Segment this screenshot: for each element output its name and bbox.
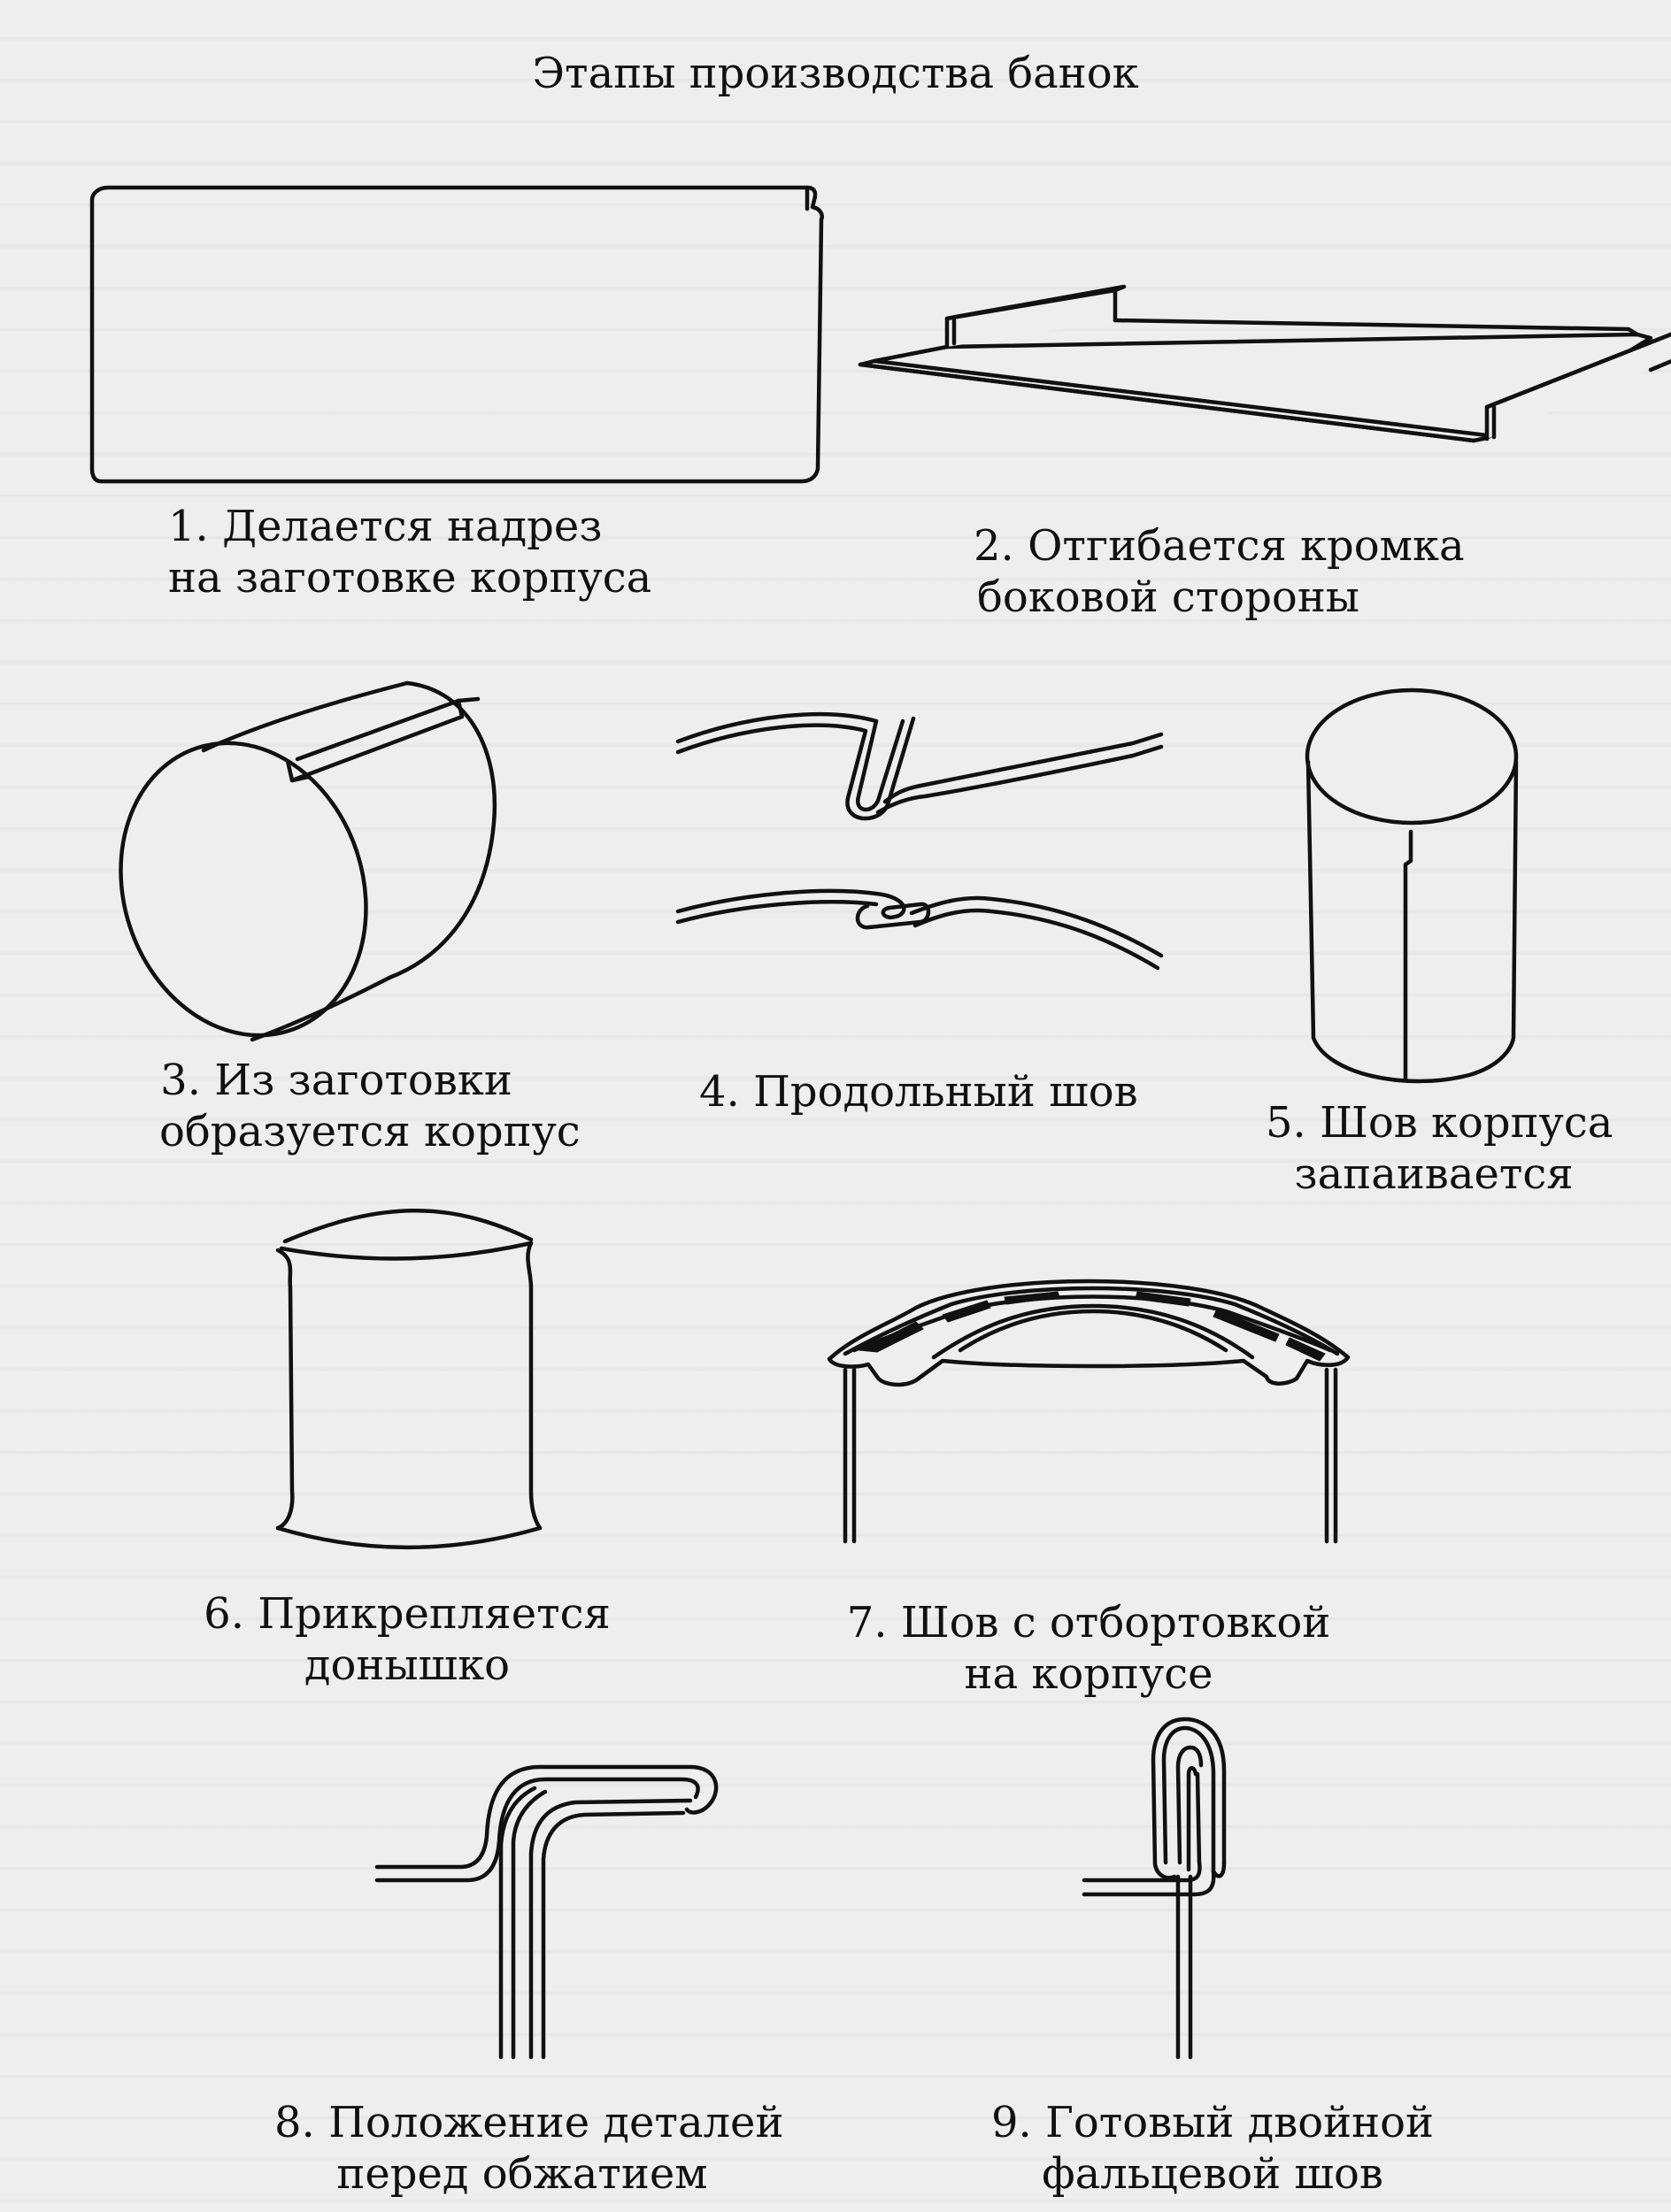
step-text: Отгибается кромка xyxy=(1028,521,1465,571)
caption-line: 2. Отгибается кромка xyxy=(974,520,1465,572)
figure-3-rolled-body xyxy=(119,680,497,1042)
caption-line: 5. Шов корпуса xyxy=(1266,1097,1613,1148)
caption-line: на заготовке корпуса xyxy=(168,553,652,603)
caption-step-8: 8. Положение деталей перед обжатием xyxy=(274,2097,783,2200)
figure-2-edge-bent-sheet xyxy=(858,284,1671,443)
figure-4-longitudinal-seam xyxy=(675,711,1164,971)
caption-line: на корпусе xyxy=(964,1649,1213,1699)
caption-line: донышко xyxy=(304,1640,511,1690)
caption-line: 4. Продольный шов xyxy=(699,1066,1138,1118)
caption-line: образуется корпус xyxy=(159,1107,581,1156)
step-number: 7. xyxy=(846,1598,888,1647)
step-number: 4. xyxy=(699,1067,740,1117)
step-number: 6. xyxy=(204,1589,244,1639)
caption-step-5: 5. Шов корпуса запаивается xyxy=(1266,1097,1613,1200)
caption-step-3: 3. Из заготовки образуется корпус xyxy=(159,1055,581,1157)
figure-8-parts-before-crimping xyxy=(374,1764,719,2060)
caption-step-2: 2. Отгибается кромка боковой стороны xyxy=(974,520,1465,623)
step-text: Шов с отбортовкой xyxy=(900,1598,1331,1647)
caption-line: 9. Готовый двойной xyxy=(991,2097,1434,2148)
caption-step-7: 7. Шов с отбортовкой на корпусе xyxy=(832,1597,1345,1700)
caption-step-6: 6. Прикрепляется донышко xyxy=(204,1588,611,1691)
caption-step-4: 4. Продольный шов xyxy=(699,1066,1138,1118)
figure-9-double-seam xyxy=(1082,1717,1227,2060)
caption-line: 1. Делается надрез xyxy=(168,501,602,552)
step-number: 3. xyxy=(160,1056,201,1105)
step-number: 8. xyxy=(274,2098,315,2147)
caption-line: 6. Прикрепляется xyxy=(204,1588,611,1640)
step-number: 5. xyxy=(1266,1098,1306,1148)
step-text: Продольный шов xyxy=(753,1067,1138,1117)
caption-line: боковой стороны xyxy=(976,572,1360,622)
step-text: Из заготовки xyxy=(214,1056,512,1105)
step-text: Положение деталей xyxy=(328,2098,784,2147)
step-text: Делается надрез xyxy=(222,502,603,551)
figure-6-bottom-attached xyxy=(275,1209,543,1549)
caption-step-1: 1. Делается надрез на заготовке корпуса xyxy=(168,501,652,603)
step-text: Шов корпуса xyxy=(1320,1098,1613,1148)
caption-line: 7. Шов с отбортовкой xyxy=(832,1597,1345,1648)
step-text: Прикрепляется xyxy=(258,1589,611,1639)
caption-line: запаивается xyxy=(1294,1149,1574,1199)
figure-7-flanged-seam xyxy=(827,1279,1351,1544)
caption-line: 3. Из заготовки xyxy=(159,1055,513,1106)
step-number: 2. xyxy=(974,521,1014,571)
caption-line: фальцевой шов xyxy=(1042,2149,1383,2199)
diagram-title: Этапы производства банок xyxy=(532,49,1139,98)
figure-1-blank-with-notch xyxy=(89,185,824,484)
caption-step-9: 9. Готовый двойной фальцевой шов xyxy=(991,2097,1434,2200)
caption-line: 8. Положение деталей xyxy=(274,2097,783,2148)
step-number: 9. xyxy=(991,2098,1032,2147)
figure-5-soldered-body xyxy=(1305,687,1519,1084)
step-text: Готовый двойной xyxy=(1045,2098,1435,2147)
caption-line: перед обжатием xyxy=(336,2149,708,2199)
step-number: 1. xyxy=(168,502,209,551)
